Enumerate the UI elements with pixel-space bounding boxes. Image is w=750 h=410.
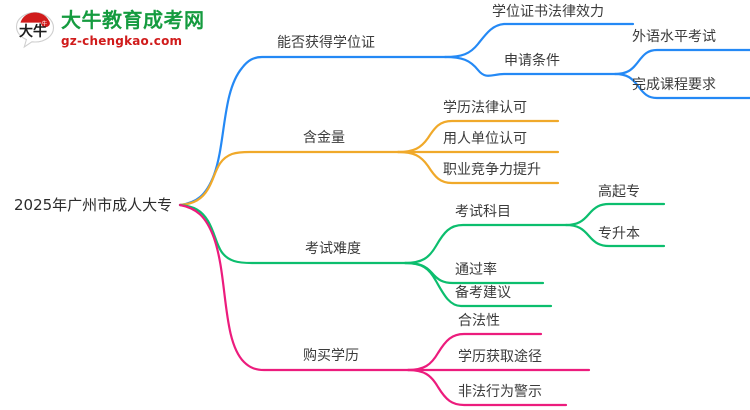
node-pink-branch[interactable]: 购买学历 — [303, 348, 359, 364]
node-legality[interactable]: 合法性 — [458, 313, 500, 329]
node-degree-legal-effect[interactable]: 学位证书法律效力 — [492, 4, 604, 20]
node-course-requirements[interactable]: 完成课程要求 — [632, 77, 716, 93]
branch-line-green-child-1 — [403, 223, 568, 265]
node-prep-advice[interactable]: 备考建议 — [455, 285, 511, 301]
branch-line-green-main — [178, 203, 407, 265]
branch-line-green-grandchild-1 — [564, 202, 666, 227]
node-career-competitiveness[interactable]: 职业竞争力提升 — [443, 162, 541, 178]
node-foreign-language-exam[interactable]: 外语水平考试 — [632, 29, 716, 45]
branch-line-green-child-3 — [403, 261, 553, 308]
node-orange-branch[interactable]: 含金量 — [303, 130, 345, 146]
node-exam-subjects[interactable]: 考试科目 — [455, 204, 511, 220]
branch-line-orange-child-3 — [396, 150, 560, 185]
node-green-branch[interactable]: 考试难度 — [305, 241, 361, 257]
mindmap-root-node[interactable]: 2025年广州市成人大专 — [14, 196, 173, 214]
logo-brand-name: 大牛教育成考网 — [61, 8, 205, 32]
node-gaoqizhuan[interactable]: 高起专 — [598, 184, 640, 200]
branch-line-green-grandchild-2 — [564, 223, 666, 248]
node-legal-recognition[interactable]: 学历法律认可 — [443, 100, 527, 116]
logo-text-block: 大牛教育成考网 gz-chengkao.com — [61, 8, 205, 49]
node-zhuanshengben[interactable]: 专升本 — [598, 226, 640, 242]
node-degree-acquisition-path[interactable]: 学历获取途径 — [458, 349, 542, 365]
node-pass-rate[interactable]: 通过率 — [455, 262, 497, 278]
svg-text:牛: 牛 — [42, 20, 48, 28]
site-logo[interactable]: 牛 大牛 大牛教育成考网 gz-chengkao.com — [14, 8, 246, 54]
node-application-conditions[interactable]: 申请条件 — [504, 53, 560, 69]
node-blue-branch[interactable]: 能否获得学位证 — [277, 35, 375, 51]
branch-line-pink-child-1 — [406, 332, 543, 372]
branch-line-blue-child-1 — [443, 22, 635, 59]
branch-line-blue-child-2 — [443, 55, 617, 77]
branch-line-pink-child-3 — [406, 368, 568, 407]
node-illegal-warning[interactable]: 非法行为警示 — [458, 384, 542, 400]
svg-text:大牛: 大牛 — [19, 23, 47, 40]
node-employer-recognition[interactable]: 用人单位认可 — [443, 131, 527, 147]
branch-line-pink-main — [178, 203, 410, 372]
logo-mark-icon: 牛 大牛 — [15, 11, 55, 49]
branch-line-orange-child-1 — [396, 119, 560, 154]
branch-line-blue-grandchild-2 — [613, 72, 750, 100]
logo-brand-url: gz-chengkao.com — [61, 34, 183, 48]
branch-line-blue-grandchild-1 — [613, 48, 750, 76]
branch-line-orange-main — [178, 150, 400, 207]
